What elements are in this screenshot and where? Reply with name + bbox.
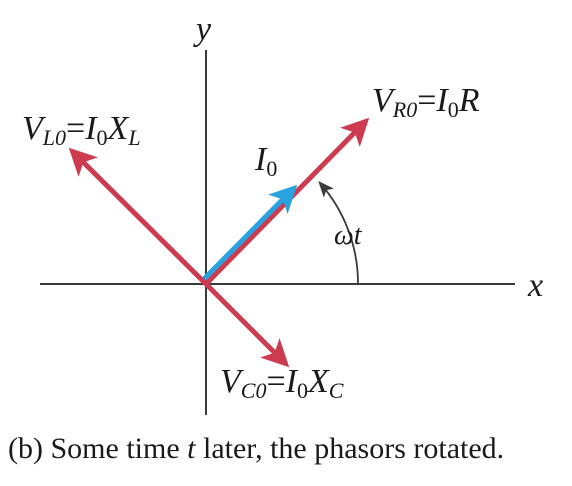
y-axis-label: y — [193, 11, 212, 48]
angle-arc — [318, 180, 359, 285]
label-current: I0 — [254, 141, 277, 181]
x-axis-label: x — [527, 267, 543, 304]
label-inductor: VL0=I0XL — [22, 110, 141, 150]
angle-label: ωt — [334, 220, 363, 251]
vector-inductor — [68, 147, 208, 286]
label-resistor: VR0=I0R — [372, 82, 480, 122]
vector-resistor — [204, 117, 370, 286]
vector-current — [200, 184, 298, 283]
figure-caption: (b) Some time t later, the phasors rotat… — [8, 432, 504, 465]
vector-capacitor — [204, 282, 290, 368]
label-capacitor: VC0=I0XC — [220, 363, 344, 403]
